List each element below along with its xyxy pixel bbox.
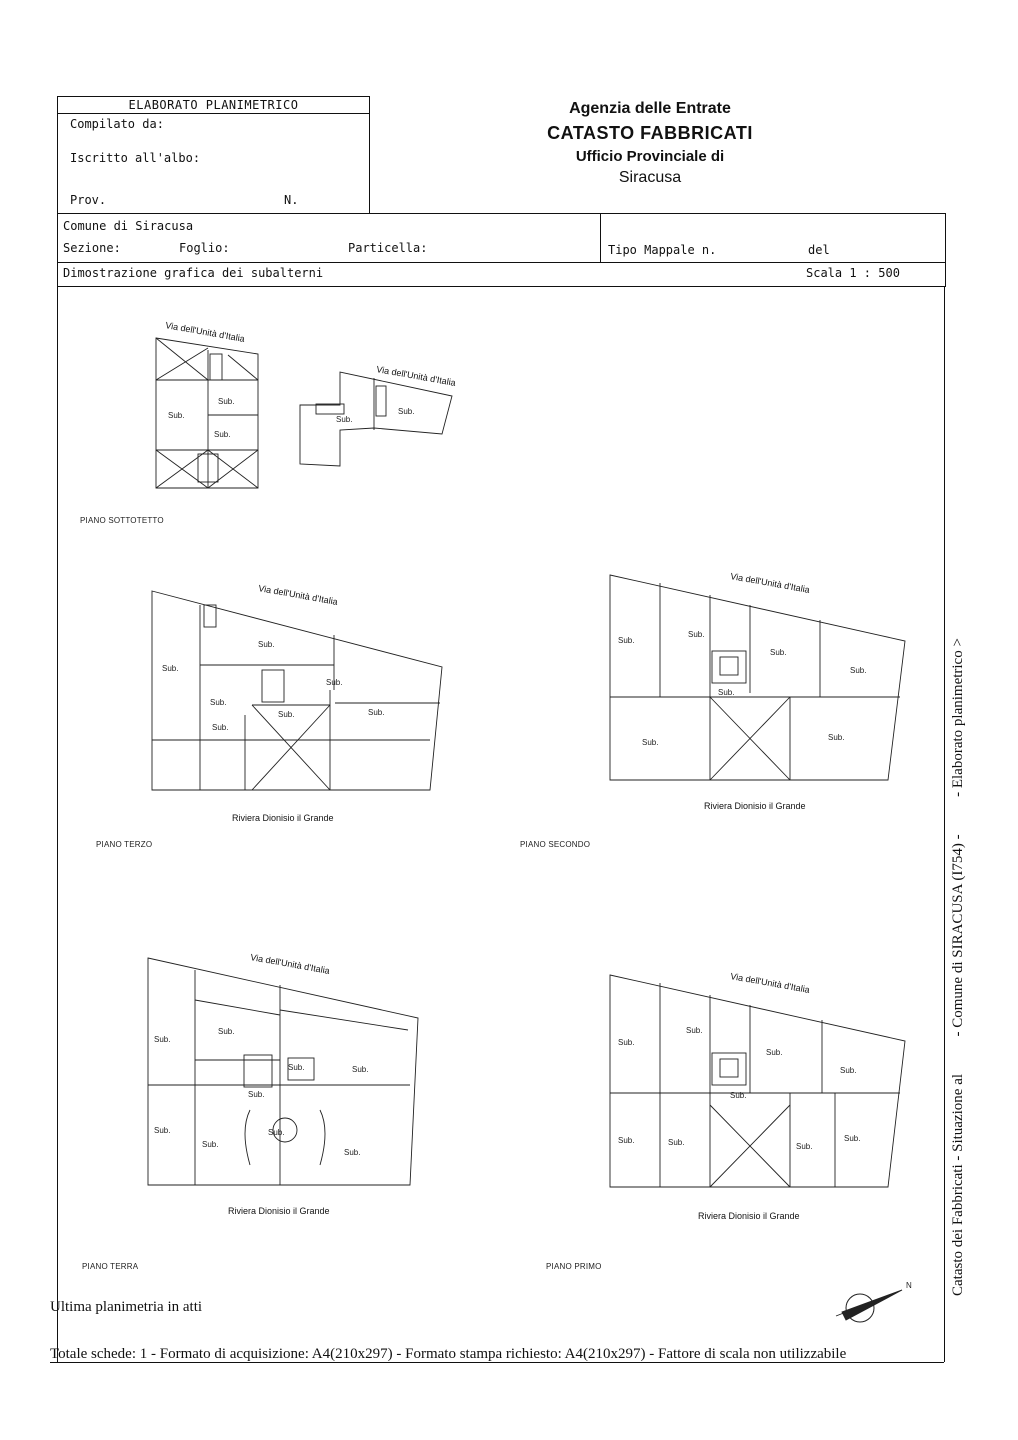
- sub-label: Sub.: [668, 1138, 684, 1147]
- street-label: Riviera Dionisio il Grande: [704, 801, 806, 811]
- del-label: del: [808, 243, 830, 257]
- sub-label: Sub.: [618, 1038, 634, 1047]
- street-label: Riviera Dionisio il Grande: [232, 813, 334, 823]
- sub-label: Sub.: [168, 411, 184, 420]
- sub-label: Sub.: [368, 708, 384, 717]
- plan-secondo: Via dell'Unità d'Italia Sub. Sub. Sub. S…: [609, 571, 906, 811]
- prov-label: Prov.: [70, 193, 107, 207]
- plan-terra: Via dell'Unità d'Italia Sub. Sub. Sub. S…: [147, 952, 419, 1216]
- scala-label: Scala 1 : 500: [806, 266, 900, 280]
- sub-label: Sub.: [336, 415, 352, 424]
- dimostrazione-label: Dimostrazione grafica dei subalterni: [63, 266, 324, 280]
- sub-label: Sub.: [154, 1035, 170, 1044]
- sub-label: Sub.: [618, 636, 634, 645]
- catasto-title: CATASTO FABBRICATI: [547, 123, 753, 143]
- sub-label: Sub.: [688, 630, 704, 639]
- north-label: N: [906, 1281, 912, 1290]
- dimostrazione-row: Dimostrazione grafica dei subalterni Sca…: [57, 261, 946, 287]
- foglio-label: Foglio:: [179, 241, 230, 255]
- sub-label: Sub.: [202, 1140, 218, 1149]
- city-label: Siracusa: [618, 169, 682, 186]
- street-label: Via dell'Unità d'Italia: [376, 364, 457, 388]
- header-box: ELABORATO PLANIMETRICO Compilato da: Isc…: [57, 96, 370, 214]
- sub-label: Sub.: [218, 1027, 234, 1036]
- plan-label-sottotetto: PIANO SOTTOTETTO: [80, 516, 164, 525]
- sub-label: Sub.: [218, 397, 234, 406]
- sub-label: Sub.: [686, 1026, 702, 1035]
- sub-label: Sub.: [718, 688, 734, 697]
- tipo-mappale-label: Tipo Mappale n.: [608, 243, 717, 257]
- plan-terzo: Via dell'Unità d'Italia Sub. Sub. Sub. S…: [151, 583, 443, 823]
- particella-label: Particella:: [348, 241, 428, 255]
- sub-label: Sub.: [162, 664, 178, 673]
- totale-schede: Totale schede: 1 - Formato di acquisizio…: [50, 1346, 847, 1362]
- ultima-planimetria: Ultima planimetria in atti: [50, 1299, 203, 1315]
- compilato-label: Compilato da:: [70, 117, 164, 131]
- info-table: Comune di Siracusa Sezione: Foglio: Part…: [57, 213, 946, 263]
- sub-label: Sub.: [398, 407, 414, 416]
- plan-label-primo: PIANO PRIMO: [546, 1262, 602, 1271]
- frame-left: [57, 286, 58, 1362]
- box-title: ELABORATO PLANIMETRICO: [58, 97, 369, 114]
- sub-label: Sub.: [258, 640, 274, 649]
- plan-primo: Via dell'Unità d'Italia Sub. Sub. Sub. S…: [609, 971, 906, 1221]
- sub-label: Sub.: [288, 1063, 304, 1072]
- plan-label-terra: PIANO TERRA: [82, 1262, 139, 1271]
- sub-label: Sub.: [248, 1090, 264, 1099]
- street-label: Riviera Dionisio il Grande: [698, 1211, 800, 1221]
- street-label: Via dell'Unità d'Italia: [730, 971, 811, 995]
- sub-label: Sub.: [278, 710, 294, 719]
- sub-label: Sub.: [828, 733, 844, 742]
- plan-label-terzo: PIANO TERZO: [96, 840, 153, 849]
- sezione-label: Sezione:: [63, 241, 121, 255]
- sub-label: Sub.: [850, 666, 866, 675]
- street-label: Riviera Dionisio il Grande: [228, 1206, 330, 1216]
- sub-label: Sub.: [844, 1134, 860, 1143]
- compass-icon: N: [835, 1281, 912, 1323]
- sub-label: Sub.: [154, 1126, 170, 1135]
- plan-label-secondo: PIANO SECONDO: [520, 840, 591, 849]
- plan-sottotetto: Via dell'Unità d'Italia Sub. Sub. Sub. V…: [155, 320, 457, 489]
- frame-right: [944, 286, 945, 1362]
- sub-label: Sub.: [214, 430, 230, 439]
- agency-name: Agenzia delle Entrate: [569, 100, 731, 117]
- comune-label: Comune di Siracusa: [63, 219, 194, 233]
- sub-label: Sub.: [210, 698, 226, 707]
- sub-label: Sub.: [326, 678, 342, 687]
- street-label: Via dell'Unità d'Italia: [250, 952, 331, 976]
- sub-label: Sub.: [344, 1148, 360, 1157]
- n-label: N.: [284, 193, 299, 207]
- sub-label: Sub.: [352, 1065, 368, 1074]
- sub-label: Sub.: [212, 723, 228, 732]
- sub-label: Sub.: [796, 1142, 812, 1151]
- sub-label: Sub.: [618, 1136, 634, 1145]
- sub-label: Sub.: [840, 1066, 856, 1075]
- sub-label: Sub.: [642, 738, 658, 747]
- ufficio-label: Ufficio Provinciale di: [575, 148, 725, 165]
- street-label: Via dell'Unità d'Italia: [258, 583, 339, 607]
- iscritto-label: Iscritto all'albo:: [70, 151, 201, 165]
- sub-label: Sub.: [766, 1048, 782, 1057]
- sub-label: Sub.: [268, 1128, 284, 1137]
- street-label: Via dell'Unità d'Italia: [165, 320, 246, 344]
- side-vertical-text: Catasto dei Fabbricati - Situazione al -…: [950, 638, 966, 1296]
- sub-label: Sub.: [770, 648, 786, 657]
- street-label: Via dell'Unità d'Italia: [730, 571, 811, 595]
- sub-label: Sub.: [730, 1091, 746, 1100]
- frame-bottom: [50, 1362, 944, 1363]
